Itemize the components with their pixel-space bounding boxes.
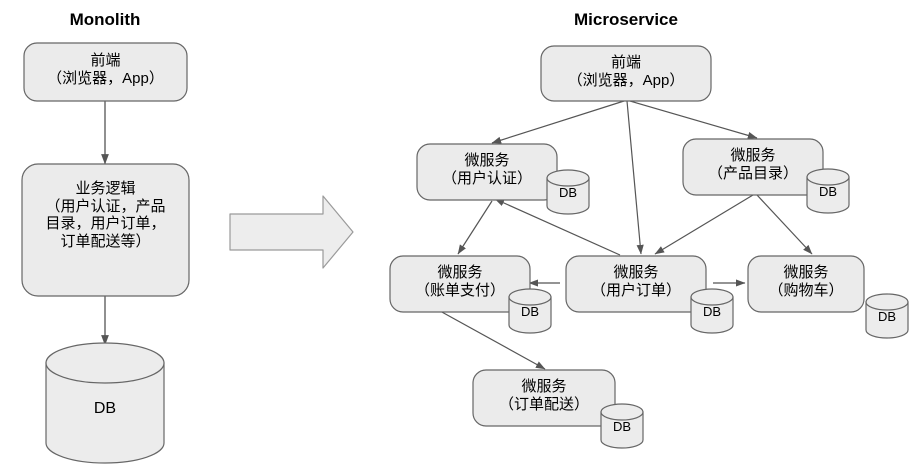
microservice-column-title: Microservice (574, 10, 678, 29)
node-ms-catalog[interactable] (682, 138, 824, 196)
node-ms-cart[interactable] (747, 255, 865, 313)
edge-catalog-to-orders (654, 194, 754, 255)
db-ms-auth[interactable] (546, 169, 590, 215)
node-monolith-database[interactable] (45, 342, 165, 464)
node-monolith-business-logic[interactable] (21, 163, 190, 297)
edge-billing-to-delivery (439, 310, 546, 370)
edge-frontend-to-catalog (629, 100, 758, 139)
node-ms-frontend[interactable] (540, 45, 712, 102)
node-ms-orders[interactable] (565, 255, 707, 313)
edge-frontend-to-orders (626, 100, 644, 255)
node-ms-delivery[interactable] (472, 369, 616, 427)
db-ms-delivery[interactable] (600, 403, 644, 449)
edge-auth-to-billing (457, 200, 493, 255)
migration-arrow (229, 195, 354, 269)
node-ms-auth[interactable] (416, 143, 558, 201)
monolith-column-title: Monolith (69, 10, 141, 29)
db-ms-billing[interactable] (508, 288, 552, 334)
db-ms-cart[interactable] (865, 293, 909, 339)
db-ms-catalog[interactable] (806, 168, 850, 214)
edge-catalog-to-cart (756, 194, 813, 255)
edge-frontend-to-auth (491, 100, 625, 144)
db-ms-orders[interactable] (690, 288, 734, 334)
node-monolith-frontend[interactable] (23, 42, 188, 102)
edge-orders-to-auth (494, 198, 621, 256)
